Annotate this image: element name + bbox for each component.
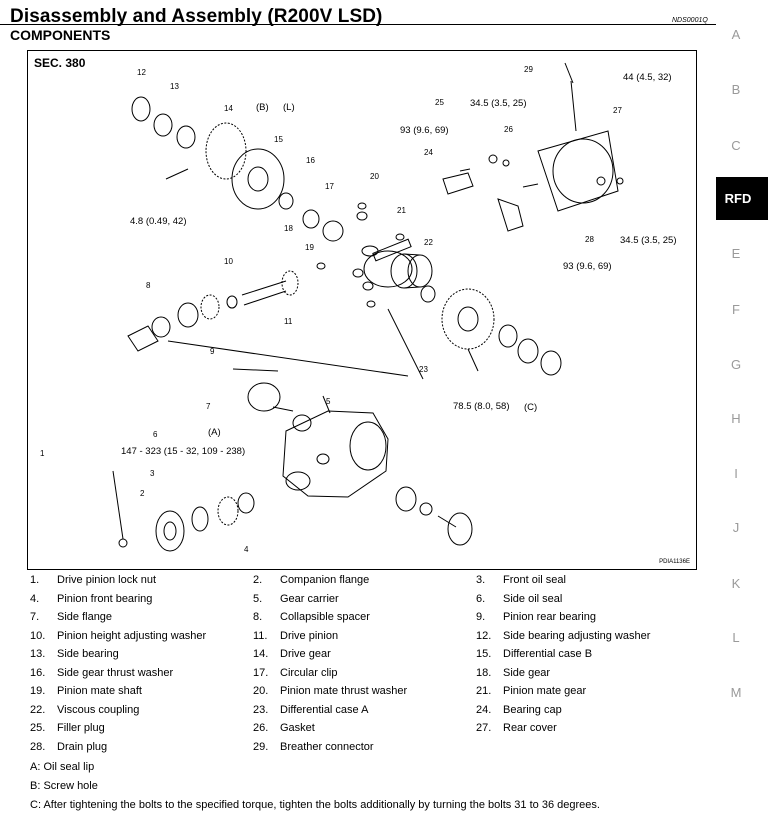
callout-2: 2 [140,489,145,498]
torque-filler-plug: 34.5 (3.5, 25) [470,98,527,109]
callout-21a: 21 [397,206,406,215]
exploded-diagram: SEC. 380 PDIA1136E 44 (4.5, 32) 34.5 (3.… [27,50,697,570]
side-index: A B C E F G H I J K L M [716,0,768,826]
section-label: SEC. 380 [34,56,86,70]
callout-8: 8 [146,281,151,290]
callout-5: 5 [326,397,331,406]
symbol-screw-hole: (B) [256,102,269,113]
symbol-locking-sealant: (L) [283,102,295,113]
torque-rear-cover-bolt: 44 (4.5, 32) [623,72,672,83]
torque-bearing-cap-lower: 93 (9.6, 69) [563,261,612,272]
note-b: B: Screw hole [30,780,98,792]
callout-23: 23 [419,365,428,374]
symbol-angle-tighten: (C) [524,402,538,413]
torque-drain-plug: 34.5 (3.5, 25) [620,235,677,246]
side-letter-k[interactable]: K [731,576,741,591]
torque-bearing-cap-upper: 93 (9.6, 69) [400,125,449,136]
note-a: A: Oil seal lip [30,761,95,773]
callout-27: 27 [613,106,622,115]
exploded-view-drawing [112,62,624,552]
callout-19: 19 [305,243,314,252]
side-tab-rfd[interactable]: RFD [716,177,768,220]
side-letter-m[interactable]: M [730,685,742,700]
side-letter-b[interactable]: B [731,82,741,97]
callout-26a: 26 [504,125,513,134]
callout-18: 18 [284,224,293,233]
torque-lock-nut: 147 - 323 (15 - 32, 109 - 238) [121,446,246,457]
page-title: Disassembly and Assembly (R200V LSD) [10,6,383,27]
side-letter-f[interactable]: F [732,302,740,317]
callout-4: 4 [244,545,249,554]
callout-20a: 20 [370,172,379,181]
callout-13a: 13 [170,82,179,91]
figure-id: PDIA1136E [659,559,690,565]
callout-25: 25 [435,98,444,107]
callout-24a: 24 [424,148,433,157]
document-id: NDS0001Q [672,17,708,24]
callout-22: 22 [424,238,433,247]
callout-28: 28 [585,235,594,244]
side-letter-h[interactable]: H [731,411,741,426]
callout-7a: 7 [206,402,211,411]
torque-case-bolt: 78.5 (8.0, 58) [453,401,510,412]
side-letter-a[interactable]: A [731,27,741,42]
notes: A: Oil seal lip B: Screw hole C: After t… [30,761,600,818]
side-letter-i[interactable]: I [734,466,738,481]
side-letter-j[interactable]: J [732,520,740,535]
callout-9: 9 [210,347,215,356]
header-rule [0,24,716,25]
torque-drive-gear-bolt: 4.8 (0.49, 42) [130,216,187,227]
side-letter-e[interactable]: E [731,246,741,261]
callout-11: 11 [284,317,293,326]
section-subtitle: COMPONENTS [10,27,111,43]
side-letter-c[interactable]: C [731,138,741,153]
callout-10: 10 [224,257,233,266]
callout-15: 15 [274,135,283,144]
note-c: C: After tightening the bolts to the spe… [30,799,600,811]
callout-1: 1 [40,449,45,458]
callout-6a: 6 [153,430,158,439]
callout-17a: 17 [325,182,334,191]
callout-29: 29 [524,65,533,74]
callout-12a: 12 [137,68,146,77]
callout-16a: 16 [306,156,315,165]
side-letter-l[interactable]: L [732,630,740,645]
symbol-oil-seal-lip: (A) [208,427,221,438]
side-letter-g[interactable]: G [730,357,742,372]
callout-14: 14 [224,104,233,113]
callout-3: 3 [150,469,155,478]
